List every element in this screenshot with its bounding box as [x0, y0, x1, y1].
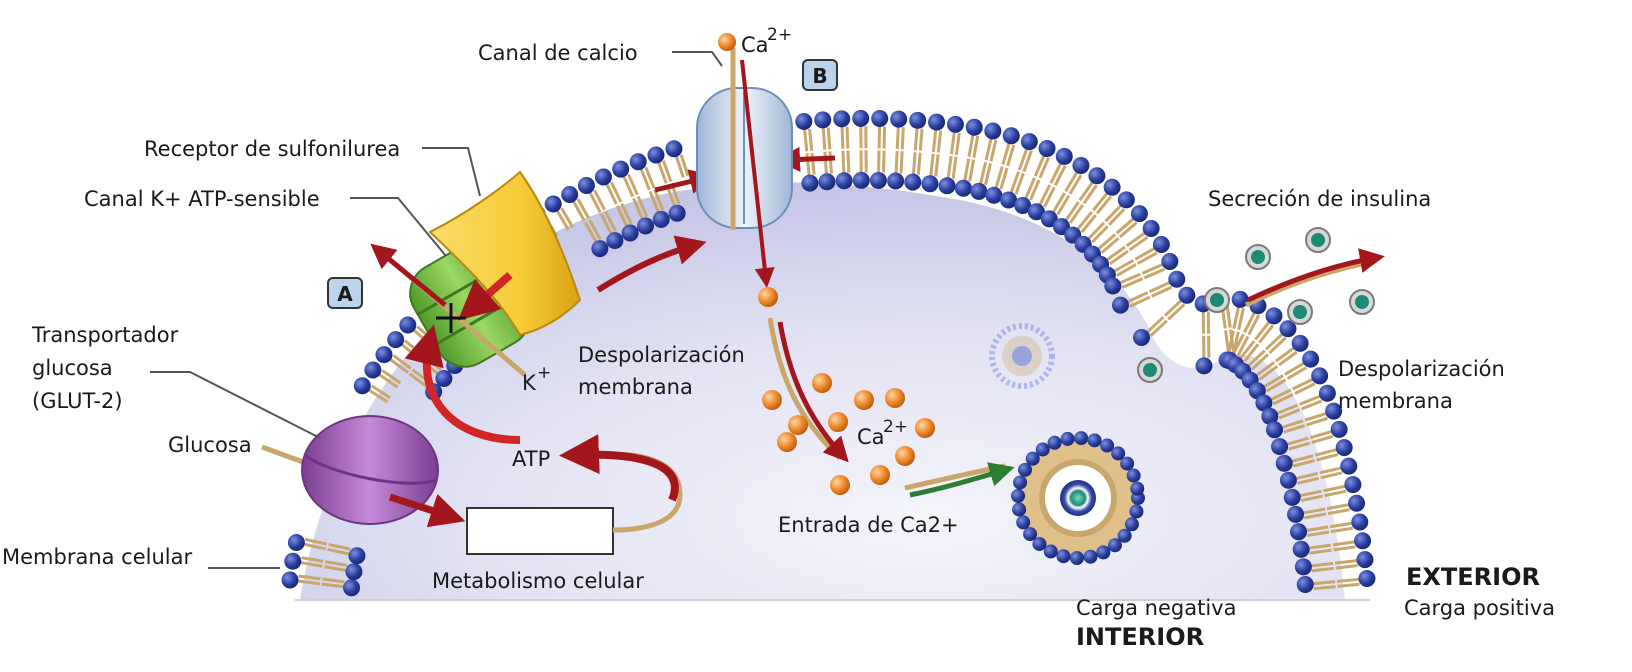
label-depol-outer-2: membrana	[1338, 389, 1453, 413]
label-interior: INTERIOR	[1076, 623, 1204, 651]
calcium-channel	[696, 87, 793, 229]
glucose-entry-arrow	[388, 493, 466, 528]
channel-block-cross	[436, 303, 466, 333]
label-positive-charge: Carga positiva	[1404, 596, 1555, 620]
label-glucose: Glucosa	[168, 433, 252, 457]
secreted-granules	[1137, 227, 1375, 383]
label-k-ion: K	[522, 371, 537, 395]
label-atp: ATP	[512, 447, 550, 471]
metabolism-box	[466, 507, 614, 555]
badge-b: B	[802, 59, 838, 91]
svg-text:A: A	[337, 282, 353, 306]
k-efflux-arrow	[370, 243, 447, 307]
label-ca-top: Ca	[741, 33, 769, 57]
label-ca-entry: Entrada de Ca2+	[778, 513, 959, 537]
label-depol-inner-1: Despolarización	[578, 343, 745, 367]
ca-entry-arrow	[777, 321, 849, 463]
label-ca-cluster-sup: 2+	[883, 417, 908, 437]
calcium-ion-top	[718, 33, 736, 51]
label-transporter-3: (GLUT-2)	[32, 389, 123, 413]
depolarization-arrow	[596, 235, 707, 293]
exocytosis-arrow-head	[909, 462, 1015, 498]
calcium-entry-arrow	[740, 59, 775, 288]
label-transporter-1: Transportador	[31, 323, 179, 347]
label-katp-channel: Canal K+ ATP-sensible	[84, 187, 320, 211]
calcium-ions	[758, 287, 935, 495]
leader-lines	[150, 51, 723, 569]
label-ca-cluster: Ca	[857, 425, 885, 449]
atp-arrow	[559, 434, 679, 502]
label-ca-top-sup: 2+	[767, 25, 792, 45]
label-sulfonylurea-receptor: Receptor de sulfonilurea	[144, 137, 400, 161]
faded-granule	[989, 323, 1055, 389]
label-k-sup: +	[537, 363, 551, 383]
sulfonylurea-arrow	[457, 271, 513, 321]
insulin-granule	[1011, 431, 1145, 565]
label-calcium-channel: Canal de calcio	[478, 41, 638, 65]
badge-a: A	[327, 277, 363, 309]
secretion-arrow-head	[1246, 248, 1385, 303]
label-negative-charge: Carga negativa	[1076, 596, 1236, 620]
label-exterior: EXTERIOR	[1406, 563, 1540, 591]
label-depol-outer-1: Despolarización	[1338, 357, 1505, 381]
label-cell-membrane: Membrana celular	[2, 545, 192, 569]
atp-to-channel-arrow	[404, 324, 521, 444]
label-insulin-secretion: Secreción de insulina	[1208, 187, 1431, 211]
glut2-transporter	[301, 415, 439, 525]
label-depol-inner-2: membrana	[578, 375, 693, 399]
svg-text:B: B	[812, 64, 827, 88]
membrane-right-arrow	[775, 146, 836, 172]
label-metabolism: Metabolismo celular	[432, 569, 644, 593]
label-transporter-2: glucosa	[32, 356, 113, 380]
membrane-heads	[281, 109, 1376, 597]
